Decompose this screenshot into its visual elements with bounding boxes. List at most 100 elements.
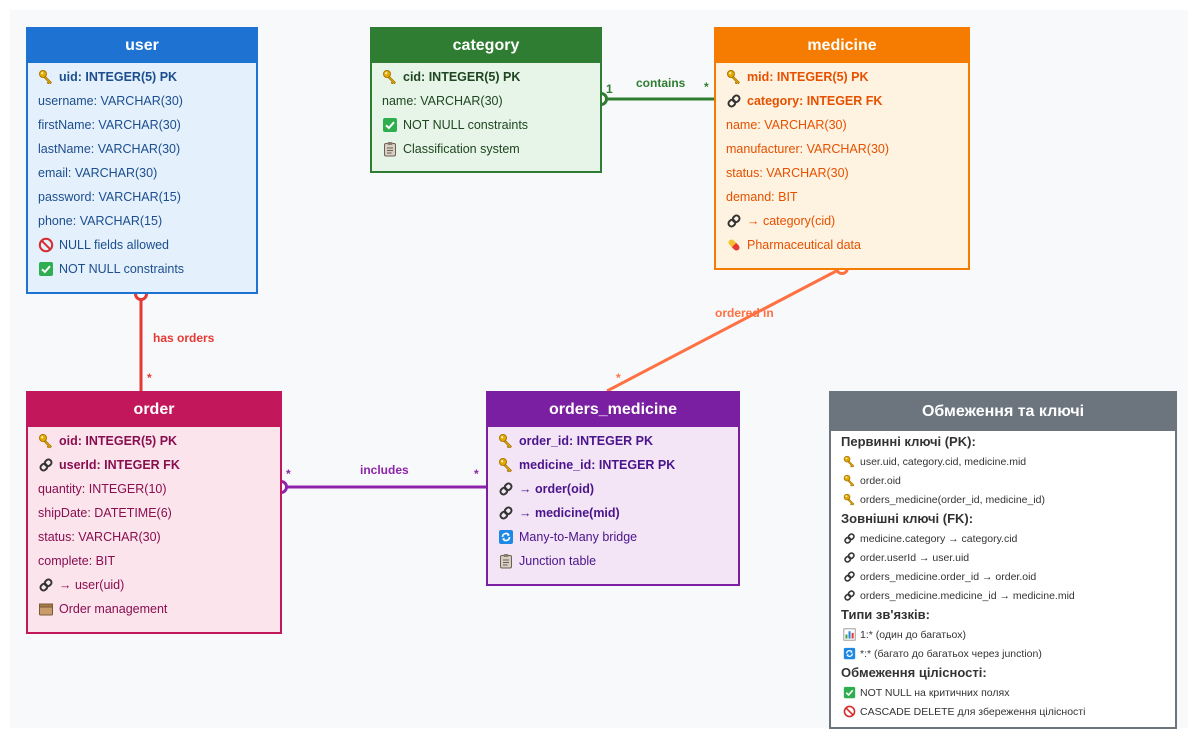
attribute-row: order_id: INTEGER PK [488,429,738,453]
link-icon [843,570,856,583]
attribute-text: Many-to-Many bridge [519,530,638,544]
attribute-text: medicine_id: INTEGER PK [519,458,676,472]
attribute-text: email: VARCHAR(30) [38,166,158,180]
cardinality-order-many-2: * [286,467,291,481]
attribute-row: uid: INTEGER(5) PK [28,65,256,89]
constraints-item: *:* (багато до багатьох через junction) [831,644,1175,663]
attribute-row: NOT NULL constraints [28,257,256,281]
attribute-row: Classification system [372,137,600,161]
link-icon [38,457,54,473]
relation-label-order-orders: includes [360,463,409,477]
entity-title: medicine [716,29,968,63]
attribute-text: → user(uid) [59,578,125,592]
constraints-item-text: orders_medicine.medicine_id → medicine.m… [860,589,1075,602]
attribute-text: mid: INTEGER(5) PK [747,70,869,84]
constraints-panel: Обмеження та ключі Первинні ключі (PK): u… [829,391,1177,729]
key-icon [382,69,398,85]
attribute-row: username: VARCHAR(30) [28,89,256,113]
attribute-row: oid: INTEGER(5) PK [28,429,280,453]
key-icon [38,69,54,85]
attribute-row: password: VARCHAR(15) [28,185,256,209]
attribute-text: category: INTEGER FK [747,94,883,108]
attribute-row: shipDate: DATETIME(6) [28,501,280,525]
constraints-section-heading: Зовнішні ключі (FK): [841,511,974,526]
relation-label-category-medicine: contains [636,76,686,90]
attribute-text: order_id: INTEGER PK [519,434,654,448]
attribute-row: NULL fields allowed [28,233,256,257]
entity-category[interactable]: category cid: INTEGER(5) PK name: VARCHAR(… [370,27,602,173]
relation-label-user-order: has orders [153,331,215,345]
attribute-row: Many-to-Many bridge [488,525,738,549]
constraints-title: Обмеження та ключі [831,393,1175,431]
attribute-text: oid: INTEGER(5) PK [59,434,178,448]
attribute-text: phone: VARCHAR(15) [38,214,163,228]
attribute-row: quantity: INTEGER(10) [28,477,280,501]
constraints-body: Первинні ключі (PK): user.uid, category.c… [831,431,1175,721]
entity-title: user [28,29,256,63]
attribute-row: email: VARCHAR(30) [28,161,256,185]
cardinality-orders-medicine-many: * [616,371,621,385]
constraints-item-text: 1:* (один до багатьох) [860,628,967,641]
attribute-text: cid: INTEGER(5) PK [403,70,521,84]
clipboard-icon [498,553,514,569]
cardinality-order-many: * [147,371,152,385]
link-icon [726,213,742,229]
constraints-section-heading: Первинні ключі (PK): [841,434,976,449]
constraints-item: orders_medicine.medicine_id → medicine.m… [831,586,1175,605]
link-icon [498,481,514,497]
attribute-row: category: INTEGER FK [716,89,968,113]
attribute-text: firstName: VARCHAR(30) [38,118,181,132]
constraints-item-text: CASCADE DELETE для збереження цілісності [860,705,1086,718]
constraints-item-text: NOT NULL на критичних полях [860,686,1010,699]
constraints-item: orders_medicine.order_id → order.oid [831,567,1175,586]
attribute-text: lastName: VARCHAR(30) [38,142,181,156]
attribute-row: complete: BIT [28,549,280,573]
attribute-row: lastName: VARCHAR(30) [28,137,256,161]
constraints-item-text: orders_medicine.order_id → order.oid [860,570,1037,583]
constraints-item: orders_medicine(order_id, medicine_id) [831,490,1175,509]
entity-medicine[interactable]: medicine mid: INTEGER(5) PK category: INTE… [714,27,970,270]
constraints-item-text: orders_medicine(order_id, medicine_id) [860,493,1046,506]
attribute-row: Junction table [488,549,738,573]
constraints-item-text: order.oid [860,474,901,487]
constraints-item-text: *:* (багато до багатьох через junction) [860,647,1042,660]
attribute-text: demand: BIT [726,190,798,204]
attribute-row: name: VARCHAR(30) [716,113,968,137]
attribute-text: name: VARCHAR(30) [726,118,847,132]
constraints-item: order.userId → user.uid [831,548,1175,567]
constraints-item: CASCADE DELETE для збереження цілісності [831,702,1175,721]
cardinality-orders-medicine-many-2: * [474,467,479,481]
attribute-text: status: VARCHAR(30) [38,530,161,544]
constraints-item: order.oid [831,471,1175,490]
attribute-row: name: VARCHAR(30) [372,89,600,113]
prohibited-icon [843,705,856,718]
attribute-row: Pharmaceutical data [716,233,968,257]
attribute-row: NOT NULL constraints [372,113,600,137]
attribute-row: demand: BIT [716,185,968,209]
attribute-text: complete: BIT [38,554,116,568]
entity-title: category [372,29,600,63]
bar-chart-icon [843,628,856,641]
attribute-row: → category(cid) [716,209,968,233]
clipboard-icon [382,141,398,157]
attribute-row: firstName: VARCHAR(30) [28,113,256,137]
constraints-section-heading: Обмеження цілісності: [841,665,987,680]
constraints-item-text: order.userId → user.uid [860,551,970,564]
key-icon [498,457,514,473]
attribute-row: → user(uid) [28,573,280,597]
link-icon [498,505,514,521]
key-icon [726,69,742,85]
check-icon [38,261,54,277]
attribute-row: manufacturer: VARCHAR(30) [716,137,968,161]
attribute-text: NOT NULL constraints [59,262,185,276]
attribute-text: → medicine(mid) [519,506,620,520]
attribute-text: Classification system [403,142,520,156]
link-icon [726,93,742,109]
bridge-icon [843,647,856,660]
constraints-item: user.uid, category.cid, medicine.mid [831,452,1175,471]
attribute-row: userId: INTEGER FK [28,453,280,477]
check-icon [843,686,856,699]
